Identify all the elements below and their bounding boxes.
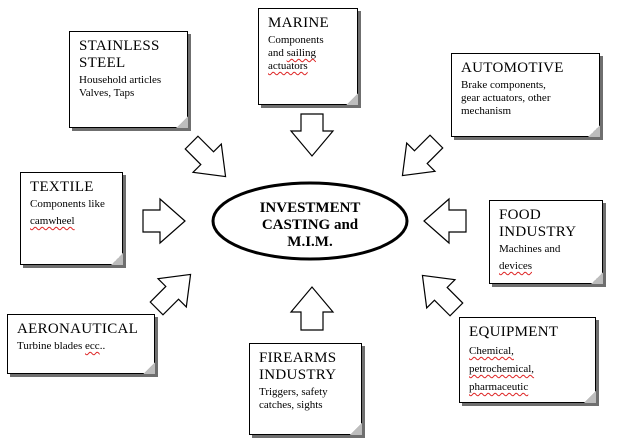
arrow-from-textile xyxy=(142,197,186,245)
automotive-desc-3: mechanism xyxy=(461,105,512,117)
firearms-title-1: FIREARMS xyxy=(259,350,337,366)
food-title-1: FOOD xyxy=(499,207,542,223)
textile-desc-1: Components like xyxy=(30,198,105,210)
marine-box: MARINE Components and sailing actuators xyxy=(258,8,358,105)
page-fold-icon xyxy=(588,125,600,137)
aeronautical-desc-text: .. xyxy=(99,340,106,352)
marine-desc-part: actuators xyxy=(268,60,308,72)
center-line-2: CASTING and xyxy=(261,217,359,233)
page-fold-icon xyxy=(584,391,596,403)
equipment-box: EQUIPMENT Chemical, petrochemical, pharm… xyxy=(459,317,596,403)
food-desc-2: devices xyxy=(499,260,532,272)
page-fold-icon xyxy=(111,253,123,265)
automotive-box: AUTOMOTIVE Brake components, gear actuat… xyxy=(451,53,600,137)
automotive-desc-2: gear actuators, other xyxy=(461,92,551,104)
center-line-3: M.I.M. xyxy=(287,234,333,250)
page-fold-icon xyxy=(591,272,603,284)
arrow-from-aeronautical xyxy=(149,273,192,316)
arrow-from-automotive xyxy=(401,134,444,177)
arrow-from-firearms xyxy=(289,286,335,331)
firearms-desc-1: Triggers, safety xyxy=(259,386,328,398)
automotive-title: AUTOMOTIVE xyxy=(461,60,564,76)
marine-desc: Components and sailing actuators xyxy=(268,34,348,73)
automotive-desc-1: Brake components, xyxy=(461,79,546,91)
food-title-2: INDUSTRY xyxy=(499,224,577,240)
center-ellipse xyxy=(211,181,409,261)
equipment-desc-2: petrochemical, xyxy=(469,363,535,375)
food-desc-1: Machines and xyxy=(499,243,561,255)
page-fold-icon xyxy=(176,116,188,128)
aeronautical-desc-text: Turbine blades xyxy=(17,340,86,352)
equipment-desc-3: pharmaceutic xyxy=(469,381,529,393)
stainless-steel-box: STAINLESS STEEL Household articles Valve… xyxy=(69,31,188,128)
arrow-from-equipment xyxy=(421,274,464,317)
equipment-desc-1: Chemical, xyxy=(469,345,514,357)
equipment-title: EQUIPMENT xyxy=(469,324,559,340)
marine-desc-part: sailing xyxy=(286,47,316,59)
center-label: INVESTMENT CASTING and M.I.M. xyxy=(222,200,398,251)
firearms-desc-2: catches, sights xyxy=(259,399,323,411)
page-fold-icon xyxy=(346,93,358,105)
aeronautical-box: AERONAUTICAL Turbine blades ecc.. xyxy=(7,314,155,374)
aeronautical-desc-text: ecc xyxy=(85,340,100,352)
firearms-title-2: INDUSTRY xyxy=(259,367,337,383)
page-fold-icon xyxy=(143,362,155,374)
stainless-title-2: STEEL xyxy=(79,55,126,71)
center-line-1: INVESTMENT xyxy=(259,200,361,216)
stainless-title-1: STAINLESS xyxy=(79,38,160,54)
stainless-desc-2: Valves, Taps xyxy=(79,87,135,99)
arrow-from-marine xyxy=(289,113,335,157)
arrow-from-food xyxy=(423,197,467,245)
firearms-industry-box: FIREARMS INDUSTRY Triggers, safety catch… xyxy=(249,343,362,435)
stainless-desc-1: Household articles xyxy=(79,74,162,86)
textile-box: TEXTILE Components like camwheel xyxy=(20,172,123,265)
aeronautical-title: AERONAUTICAL xyxy=(17,321,139,337)
page-fold-icon xyxy=(350,423,362,435)
textile-desc-2: camwheel xyxy=(30,215,75,227)
textile-title: TEXTILE xyxy=(30,179,94,195)
marine-desc-part: and xyxy=(268,47,287,59)
arrow-from-stainless xyxy=(184,135,227,178)
marine-desc-part: Components xyxy=(268,34,324,46)
food-industry-box: FOOD INDUSTRY Machines and devices xyxy=(489,200,603,284)
aeronautical-desc: Turbine blades ecc.. xyxy=(17,340,145,353)
marine-title: MARINE xyxy=(268,15,329,31)
